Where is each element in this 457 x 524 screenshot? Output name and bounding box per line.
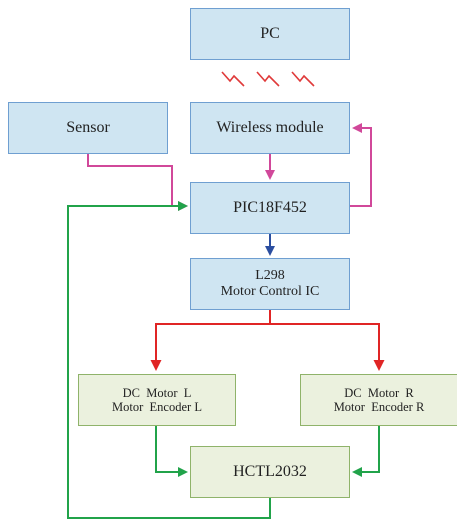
motor-left-title: DC Motor L	[122, 385, 192, 400]
wireless-signal-icon	[221, 71, 315, 87]
motor-right-encoder: Motor Encoder R	[333, 400, 425, 414]
wire-hctl-to-pic	[67, 201, 271, 519]
sensor-label: Sensor	[66, 118, 110, 136]
hctl-label: HCTL2032	[233, 462, 307, 480]
motor-left-encoder: Motor Encoder L	[112, 400, 202, 414]
hctl-block: HCTL2032	[190, 446, 350, 498]
wire-sensor-to-pic	[87, 154, 188, 211]
wire-pic-to-wireless	[350, 123, 372, 207]
motor-right-block: DC Motor R Motor Encoder R	[300, 374, 457, 426]
wire-l298-to-motor-right	[270, 323, 385, 371]
wireless-module-block: Wireless module	[190, 102, 350, 154]
pc-block: PC	[190, 8, 350, 60]
sensor-block: Sensor	[8, 102, 168, 154]
pic-block: PIC18F452	[190, 182, 350, 234]
wire-l298-to-motor-left	[150, 323, 270, 371]
motor-right-title: DC Motor R	[344, 385, 414, 400]
l298-title: L298	[255, 267, 285, 283]
pc-label: PC	[260, 24, 280, 42]
wire-motor-right-to-hctl	[352, 426, 380, 477]
wire-motor-left-to-hctl	[155, 426, 188, 477]
l298-block: L298 Motor Control IC	[190, 258, 350, 310]
pic-label: PIC18F452	[233, 198, 307, 216]
motor-left-block: DC Motor L Motor Encoder L	[78, 374, 236, 426]
wireless-module-label: Wireless module	[216, 118, 324, 136]
l298-subtitle: Motor Control IC	[220, 284, 320, 299]
